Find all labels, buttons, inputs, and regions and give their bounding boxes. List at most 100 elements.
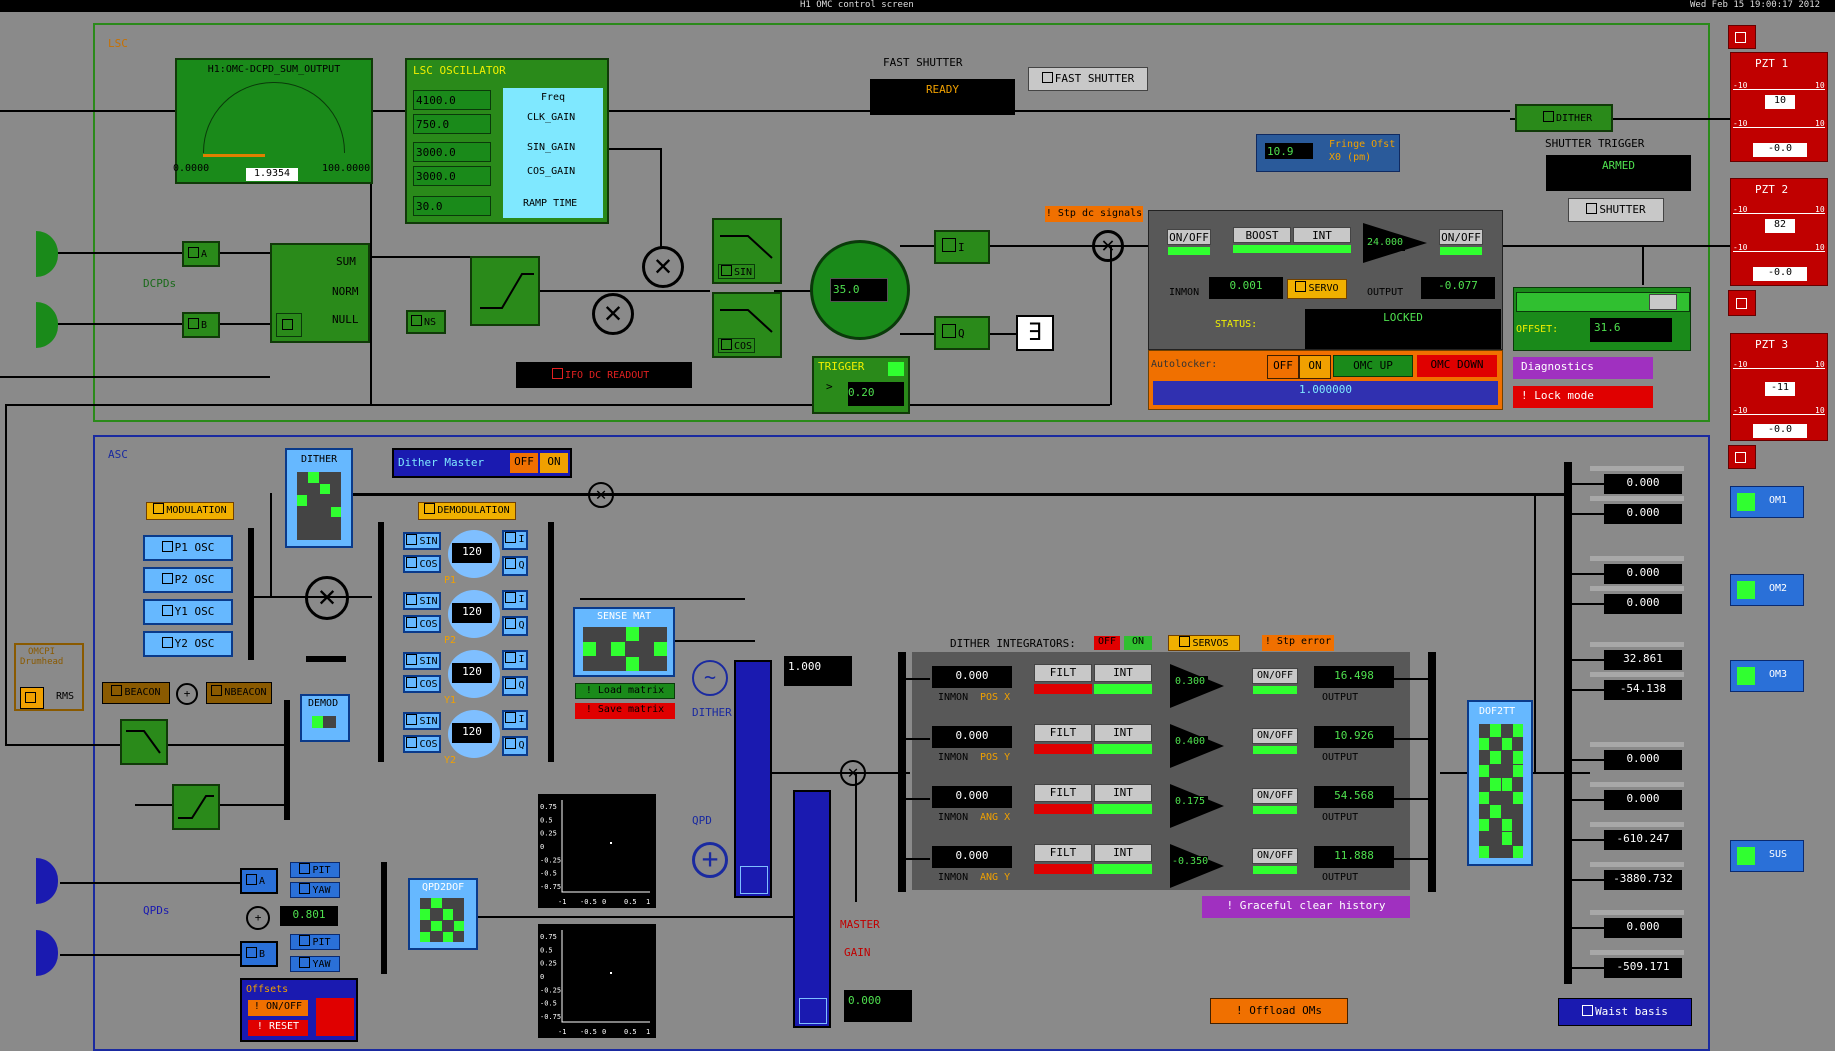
phase-y2-value[interactable]: 120 [452,723,492,743]
lsc-i-button[interactable]: I [934,230,990,264]
servo-button[interactable]: SERVO [1287,279,1347,299]
nbeacon-button[interactable]: NBEACON [206,682,272,704]
pzt2-screen-button[interactable] [1728,290,1756,316]
omcpi-screen-button[interactable] [20,687,44,709]
trigger-value[interactable]: 0.20 [848,382,904,406]
offset-slider[interactable] [1516,292,1690,312]
phase-y1-value[interactable]: 120 [452,663,492,683]
qpd-b-button[interactable]: B [240,941,278,967]
int-button[interactable]: INT [1293,227,1351,243]
phase-p1-value[interactable]: 120 [452,543,492,563]
p1-osc-button[interactable]: P1 OSC [143,535,233,561]
demod-y2-cos-button[interactable]: COS [403,735,441,753]
offload-oms-button[interactable]: ! Offload OMs [1210,998,1348,1024]
demod-p2-i-button[interactable]: I [502,590,528,610]
integrator-filt-button[interactable]: FILT [1034,724,1092,742]
save-matrix-button[interactable]: ! Save matrix [575,703,675,719]
autolocker-off-button[interactable]: OFF [1267,355,1299,379]
servo-onoff-2-button[interactable]: ON/OFF [1439,229,1483,245]
waist-basis-button[interactable]: Waist basis [1558,998,1692,1026]
switch-thumb[interactable] [740,866,768,894]
dof2tt-matrix[interactable]: DOF2TT [1467,700,1533,866]
om2-button[interactable]: OM2 [1730,574,1804,606]
ifo-dc-readout-button[interactable]: IFO DC READOUT [516,362,692,388]
lock-mode-button[interactable]: ! Lock mode [1513,386,1653,408]
offset-slider-thumb[interactable] [1649,294,1677,310]
demod-p1-i-button[interactable]: I [502,530,528,550]
demod-y1-q-button[interactable]: Q [502,676,528,696]
integrator-gain[interactable]: -0.350 [1172,856,1208,872]
sus-button[interactable]: SUS [1730,840,1804,872]
graceful-clear-history-button[interactable]: ! Graceful clear history [1202,896,1410,918]
omc-down-button[interactable]: OMC DOWN [1417,355,1497,377]
qpd-b-yaw-button[interactable]: YAW [290,956,340,972]
lsc-highpass-filter[interactable] [470,256,540,326]
ns-button[interactable]: NS [406,310,446,334]
dither-master-off-button[interactable]: OFF [510,453,538,473]
qpd-a-pit-button[interactable]: PIT [290,862,340,878]
integrator-filt-button[interactable]: FILT [1034,784,1092,802]
autolocker-on-button[interactable]: ON [1299,355,1331,379]
sense-matrix-button[interactable]: SENSE MAT [573,607,675,677]
demod-y2-sin-button[interactable]: SIN [403,712,441,730]
offsets-reset-button[interactable]: ! RESET [248,1020,308,1036]
demod-p1-q-button[interactable]: Q [502,556,528,576]
ramp-time-input[interactable] [413,196,491,216]
demod-p2-cos-button[interactable]: COS [403,615,441,633]
lsc-q-button[interactable]: Q [934,316,990,350]
demodulation-button[interactable]: DEMODULATION [418,502,516,520]
integrator-int-button[interactable]: INT [1094,664,1152,682]
integrator-onoff-button[interactable]: ON/OFF [1252,848,1298,864]
beacon-button[interactable]: BEACON [102,682,170,704]
p2-osc-button[interactable]: P2 OSC [143,567,233,593]
fringe-offset-input[interactable] [1265,143,1313,159]
dither-qpd-switch[interactable] [734,660,772,898]
beacon-highpass-filter[interactable] [172,784,220,830]
master-gain-value[interactable]: 0.000 [844,990,912,1022]
demod-y1-cos-button[interactable]: COS [403,675,441,693]
modulation-button[interactable]: MODULATION [146,502,234,520]
integrator-int-button[interactable]: INT [1094,724,1152,742]
demod-p2-sin-button[interactable]: SIN [403,592,441,610]
diagnostics-button[interactable]: Diagnostics [1513,357,1653,379]
pzt2-set[interactable]: 82 [1765,219,1795,233]
sin-gain-input[interactable] [413,142,491,162]
pzt1-set[interactable]: 10 [1765,95,1795,109]
y2-osc-button[interactable]: Y2 OSC [143,631,233,657]
cos-button[interactable]: COS [718,338,756,353]
lsc-dither-button[interactable]: DITHER [1515,104,1613,132]
integrator-onoff-button[interactable]: ON/OFF [1252,788,1298,804]
qpd-b-pit-button[interactable]: PIT [290,934,340,950]
freq-input[interactable] [413,90,491,110]
pzt3-screen-button[interactable] [1728,445,1756,469]
demod-button[interactable]: DEMOD [300,694,350,742]
integrator-gain[interactable]: 0.175 [1172,796,1208,812]
sin-button[interactable]: SIN [718,264,756,279]
demod-y1-i-button[interactable]: I [502,650,528,670]
phase-value[interactable]: 35.0 [830,278,888,302]
lsc-cos-filter[interactable]: COS [712,292,782,358]
demod-y2-i-button[interactable]: I [502,710,528,730]
qpd-a-yaw-button[interactable]: YAW [290,882,340,898]
phase-p2-value[interactable]: 120 [452,603,492,623]
integrators-on-button[interactable]: ON [1124,636,1152,650]
qpd2dof-matrix[interactable]: QPD2DOF [408,878,478,950]
qpd-a-button[interactable]: A [240,868,278,894]
top-screen-button[interactable] [1728,25,1756,49]
load-matrix-button[interactable]: ! Load matrix [575,683,675,699]
integrator-gain[interactable]: 0.400 [1172,736,1208,752]
integrator-int-button[interactable]: INT [1094,784,1152,802]
asc-dither-matrix[interactable]: DITHER [285,448,353,548]
offset-value[interactable]: 31.6 [1590,318,1672,342]
omc-up-button[interactable]: OMC UP [1333,355,1413,377]
master-gain-slider[interactable] [793,790,831,1028]
lsc-sin-filter[interactable]: SIN [712,218,782,284]
boost-button[interactable]: BOOST [1233,227,1291,243]
integrator-onoff-button[interactable]: ON/OFF [1252,668,1298,684]
pzt3-set[interactable]: -11 [1765,382,1795,396]
integrator-filt-button[interactable]: FILT [1034,664,1092,682]
demod-y1-sin-button[interactable]: SIN [403,652,441,670]
y1-osc-button[interactable]: Y1 OSC [143,599,233,625]
beacon-lowpass-filter[interactable] [120,719,168,765]
demod-p1-cos-button[interactable]: COS [403,555,441,573]
